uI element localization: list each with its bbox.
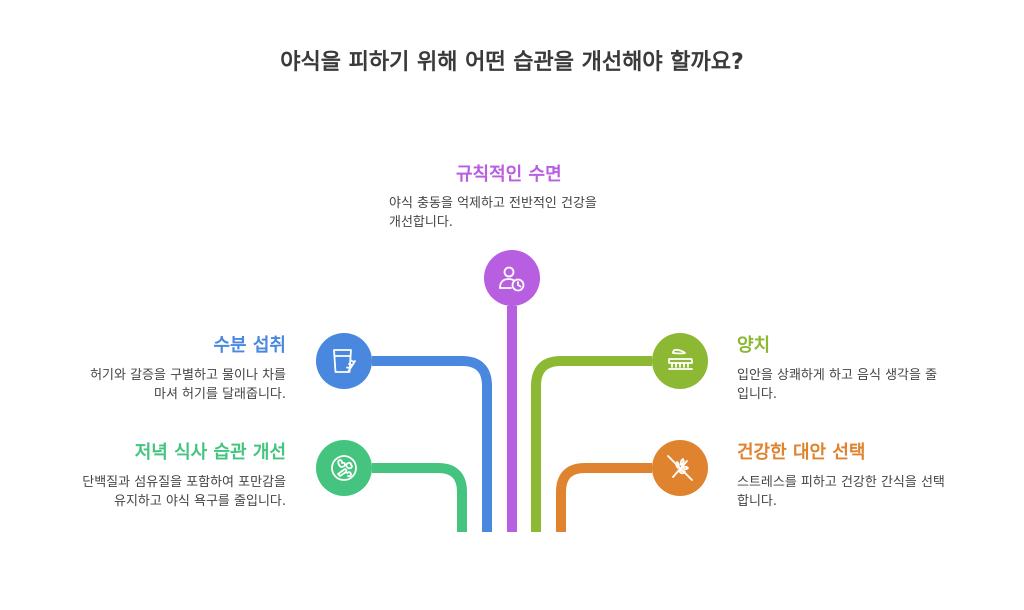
water-desc: 허기와 갈증을 구별하고 물이나 차를 마셔 허기를 달래줍니다. [90,368,286,402]
snack-node [652,440,708,496]
sleep-node [484,250,540,306]
water-glass-icon [333,349,356,373]
dinner-desc: 단백질과 섬유질을 포함하여 포만감을 유지하고 야식 욕구를 줄입니다. [82,475,286,509]
brush-desc: 입안을 상쾌하게 하고 음식 생각을 줄 입니다. [737,368,938,402]
no-wheat-icon [667,455,693,481]
connector-brush [531,356,652,532]
toothbrush-icon [668,348,693,370]
water-node [316,333,372,389]
sleep-heading: 규칙적인 수면 [456,164,562,185]
brush-node [652,333,708,389]
snack-heading: 건강한 대안 선택 [737,442,866,463]
connector-water [372,356,492,532]
connector-snack [556,463,652,532]
water-heading: 수분 섭취 [213,335,286,356]
brush-heading: 양치 [737,335,771,356]
person-clock-icon [499,266,525,292]
sleep-desc: 야식 충동을 억제하고 전반적인 건강을 개선합니다. [389,196,597,230]
page-title: 야식을 피하기 위해 어떤 습관을 개선해야 할까요? [280,50,744,75]
vegetables-icon [331,455,357,481]
dinner-heading: 저녁 식사 습관 개선 [134,442,286,463]
dinner-node [316,440,372,496]
connector-dinner [372,463,467,532]
snack-desc: 스트레스를 피하고 건강한 간식을 선택 합니다. [737,475,945,509]
